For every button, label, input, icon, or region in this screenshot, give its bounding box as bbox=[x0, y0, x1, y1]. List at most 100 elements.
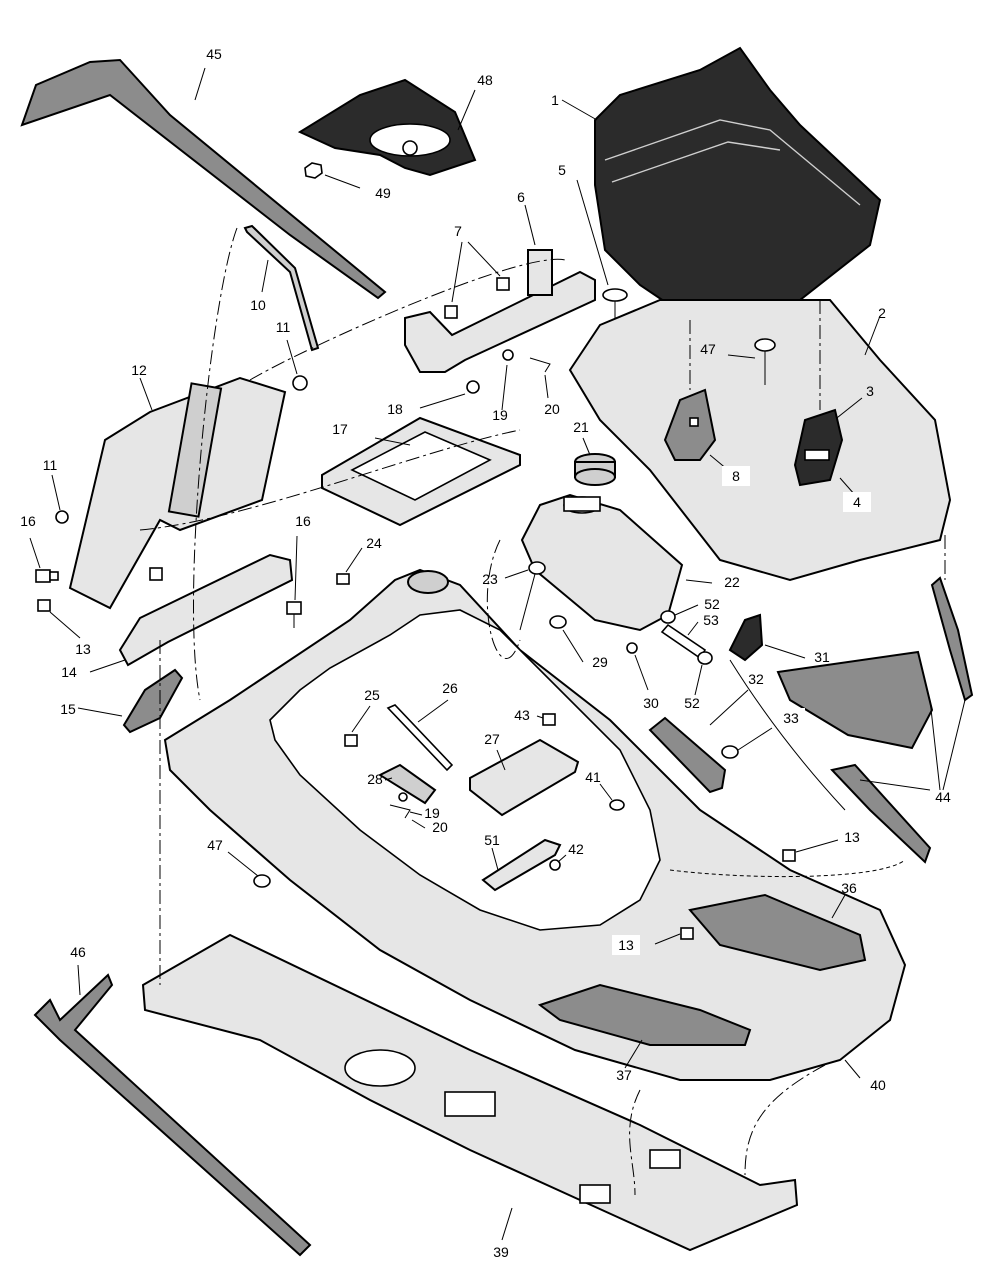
part-11-nut-lower bbox=[55, 510, 69, 524]
callout-number: 13 bbox=[844, 829, 860, 845]
part-7-bolt-a bbox=[444, 305, 458, 319]
part-29-bolt bbox=[549, 615, 567, 629]
callout-number: 41 bbox=[585, 769, 601, 785]
callout-number: 46 bbox=[70, 944, 86, 960]
callout-number: 24 bbox=[366, 535, 382, 551]
part-18-nut bbox=[466, 380, 480, 394]
callout-number: 26 bbox=[442, 680, 458, 696]
callout-c41: 41 bbox=[585, 769, 601, 785]
part-32-strip bbox=[648, 716, 727, 794]
callout-c42: 42 bbox=[568, 841, 584, 857]
callout-c23: 23 bbox=[482, 571, 498, 587]
callout-c5: 5 bbox=[558, 162, 566, 178]
callout-number: 21 bbox=[573, 419, 589, 435]
callout-number: 31 bbox=[814, 649, 830, 665]
callout-number: 18 bbox=[387, 401, 403, 417]
callout-number: 40 bbox=[870, 1077, 886, 1093]
callout-c16a: 16 bbox=[20, 513, 36, 529]
part-23-bolt bbox=[519, 561, 546, 631]
callout-c7: 7 bbox=[454, 223, 462, 239]
callout-number: 10 bbox=[250, 297, 266, 313]
callout-c39: 39 bbox=[493, 1244, 509, 1260]
part-4-knob bbox=[793, 408, 844, 487]
callout-c19a: 19 bbox=[492, 407, 508, 423]
callout-number: 13 bbox=[75, 641, 91, 657]
part-37-mat bbox=[537, 983, 752, 1046]
callout-number: 17 bbox=[332, 421, 348, 437]
part-1-seat bbox=[594, 46, 882, 330]
callout-number: 23 bbox=[482, 571, 498, 587]
callout-c18: 18 bbox=[387, 401, 403, 417]
callout-c22: 22 bbox=[724, 574, 740, 590]
callout-c49: 49 bbox=[375, 185, 391, 201]
callout-c6: 6 bbox=[517, 189, 525, 205]
callout-c47b: 47 bbox=[207, 837, 223, 853]
callout-number: 36 bbox=[841, 880, 857, 896]
part-5-carriage-bolt bbox=[602, 288, 628, 320]
callout-c19b: 19 bbox=[424, 805, 440, 821]
callout-number: 11 bbox=[276, 319, 291, 335]
callout-number: 11 bbox=[43, 457, 58, 473]
callout-c32: 32 bbox=[748, 671, 764, 687]
callout-c33: 33 bbox=[777, 708, 805, 728]
callout-number: 19 bbox=[424, 805, 440, 821]
callout-c2: 2 bbox=[878, 305, 886, 321]
callout-c52b: 52 bbox=[684, 695, 700, 711]
part-11-nut-upper bbox=[292, 375, 308, 391]
part-53-hose bbox=[660, 623, 707, 660]
part-31-switch-bracket bbox=[728, 613, 764, 662]
callout-c8: 8 bbox=[722, 466, 750, 486]
callout-number: 33 bbox=[783, 710, 799, 726]
callout-c16b: 16 bbox=[289, 511, 317, 531]
callout-c26: 26 bbox=[442, 680, 458, 696]
callout-number: 8 bbox=[732, 468, 740, 484]
callout-c40: 40 bbox=[870, 1077, 886, 1093]
callout-c13a: 13 bbox=[75, 641, 91, 657]
callout-number: 14 bbox=[61, 664, 77, 680]
part-45-trim-strip bbox=[20, 58, 387, 300]
part-16-bolt-left bbox=[35, 569, 59, 583]
callout-c13b: 13 bbox=[838, 827, 866, 847]
callout-c20a: 20 bbox=[544, 401, 560, 417]
callout-number: 13 bbox=[618, 937, 634, 953]
callout-number: 22 bbox=[724, 574, 740, 590]
part-20-clip bbox=[529, 357, 551, 373]
part-10-rod bbox=[243, 224, 320, 352]
part-47-bolt-lower bbox=[253, 874, 271, 888]
part-6-seat-bracket bbox=[404, 270, 596, 373]
callout-number: 27 bbox=[484, 731, 500, 747]
callout-c30: 30 bbox=[643, 695, 659, 711]
part-25-bolt bbox=[344, 734, 358, 747]
callout-c3: 3 bbox=[866, 383, 874, 399]
part-21-gas-cap bbox=[574, 453, 616, 486]
callout-number: 15 bbox=[60, 701, 76, 717]
callout-number: 51 bbox=[484, 832, 500, 848]
callout-c1: 1 bbox=[551, 92, 559, 108]
part-49-nut bbox=[304, 162, 323, 179]
callout-c31: 31 bbox=[814, 649, 830, 665]
part-26-rod bbox=[386, 704, 454, 772]
callout-c36: 36 bbox=[841, 880, 857, 896]
callout-c28: 28 bbox=[367, 771, 383, 787]
callout-c24: 24 bbox=[366, 535, 382, 551]
callout-c20b: 20 bbox=[432, 819, 448, 835]
part-7-bolt-b bbox=[496, 277, 510, 291]
part-47-bolt-upper bbox=[754, 338, 776, 385]
callout-number: 30 bbox=[643, 695, 659, 711]
callout-number: 20 bbox=[432, 819, 448, 835]
part-19-washer bbox=[502, 349, 514, 361]
callout-number: 16 bbox=[20, 513, 36, 529]
callout-c14: 14 bbox=[61, 664, 77, 680]
callout-c51: 51 bbox=[484, 832, 500, 848]
part-24-bolt bbox=[336, 573, 350, 585]
callout-c4: 4 bbox=[843, 492, 871, 512]
callout-c15: 15 bbox=[60, 701, 76, 717]
part-13-bolt-left bbox=[37, 599, 51, 612]
part-42-nut bbox=[549, 859, 561, 871]
part-41-bolt bbox=[609, 799, 625, 811]
callout-c53: 53 bbox=[703, 612, 719, 628]
callout-number: 4 bbox=[853, 494, 861, 510]
part-27-cover bbox=[469, 738, 580, 817]
